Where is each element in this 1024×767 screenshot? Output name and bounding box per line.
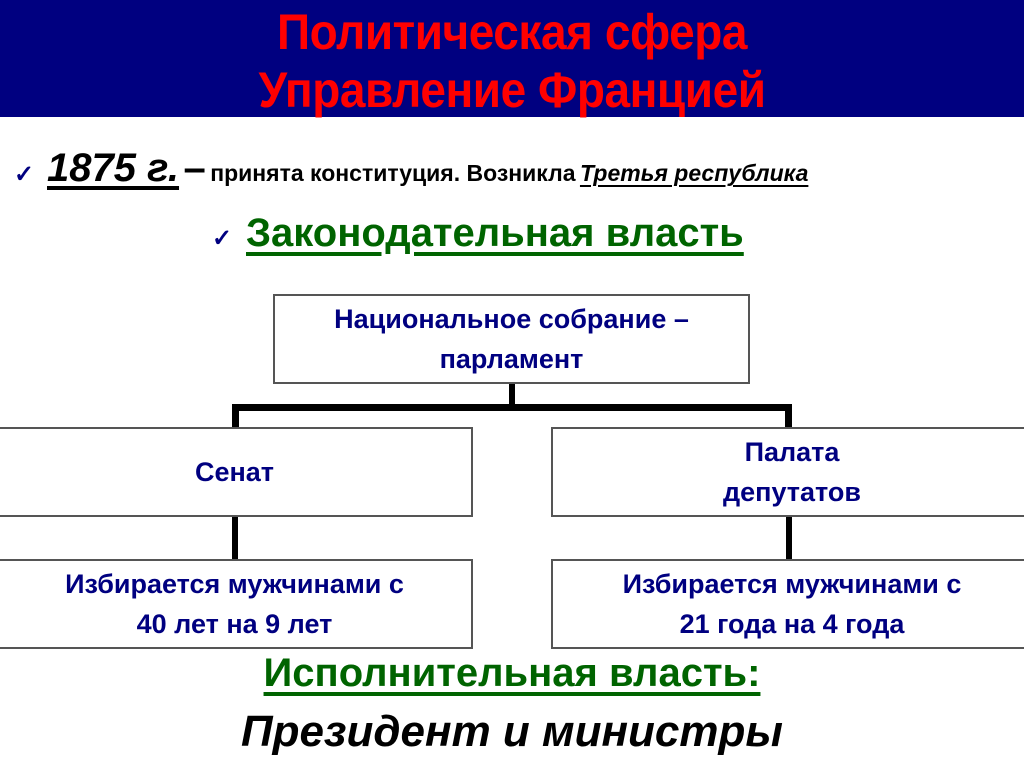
chamber-of-deputies-box: Палата депутатов [551,427,1024,517]
year-label: 1875 г. [47,146,180,190]
connector-horizontal [232,404,792,411]
national-assembly-line1: Национальное собрание – [334,304,689,334]
title-banner: Политическая сфера Управление Францией [0,0,1024,118]
president-and-ministers: Президент и министры [241,707,783,756]
national-assembly-line2: парламент [439,344,584,374]
constitution-bullet: 1875 г. – принята конституция. Возникла … [47,146,808,191]
executive-power-heading: Исполнительная власть: [0,651,1024,696]
chamber-label-line1: Палата [744,437,840,467]
senate-election-line2: 40 лет на 9 лет [136,609,333,639]
legislative-power-heading: Законодательная власть [246,211,744,255]
constitution-text: принята конституция. Возникла [210,160,576,186]
senate-label: Сенат [194,456,275,487]
senate-election-box: Избирается мужчинами с 40 лет на 9 лет [0,559,473,649]
connector-root-stem [509,384,515,408]
dash: – [183,146,206,190]
connector-senate-election [232,517,238,559]
checkmark-icon: ✓ [212,225,233,252]
checkmark-icon: ✓ [14,161,35,188]
third-republic-label: Третья республика [579,160,809,186]
slide-title-line1: Политическая сфера [276,4,748,60]
national-assembly-box: Национальное собрание – парламент [273,294,750,384]
connector-deputies-election [786,517,792,559]
deputies-election-box: Избирается мужчинами с 21 года на 4 года [551,559,1024,649]
senate-election-line1: Избирается мужчинами с [65,569,404,599]
senate-box: Сенат [0,427,473,517]
executive-heading-text: Исполнительная власть: [263,651,761,695]
connector-left-drop [232,404,239,428]
slide-title-line2: Управление Францией [258,62,766,118]
deputies-election-line2: 21 года на 4 года [679,609,905,639]
chamber-label-line2: депутатов [722,477,861,507]
deputies-election-line1: Избирается мужчинами с [622,569,962,599]
connector-right-drop [785,404,792,428]
